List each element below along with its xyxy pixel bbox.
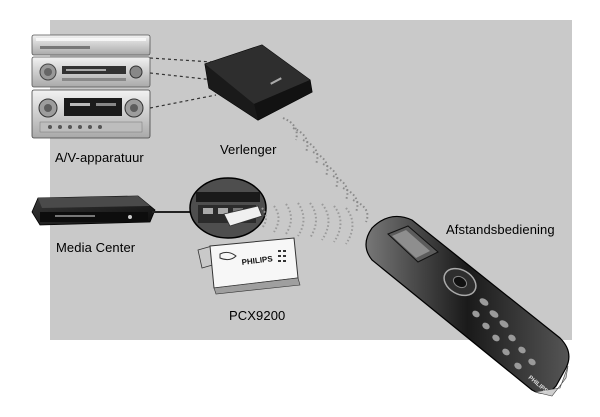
ir-signal-usb (261, 202, 354, 245)
media-center-label: Media Center (56, 240, 136, 255)
ir-signal-extender (282, 117, 369, 223)
remote-control: PHILIPS (365, 215, 570, 397)
media-center-device (31, 195, 156, 226)
pcx9200-usb-stick: PHILIPS (197, 237, 301, 295)
remote-label: Afstandsbediening (446, 222, 555, 237)
av-equipment-stack (31, 34, 151, 139)
av-equipment-label: A/V-apparatuur (55, 150, 144, 165)
pcx9200-label: PCX9200 (229, 308, 286, 323)
usb-brand-text: PHILIPS (241, 254, 274, 267)
pc-port-zoom (189, 177, 267, 239)
extender-label: Verlenger (220, 142, 277, 157)
av-cables (149, 57, 217, 109)
extender-device (204, 44, 313, 121)
